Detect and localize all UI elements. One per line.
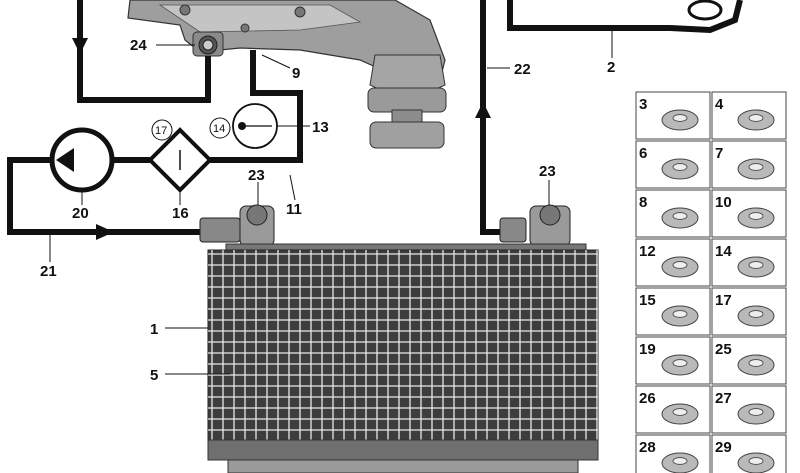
callout-1: 1 xyxy=(150,321,158,338)
part-image-detail-7 xyxy=(748,163,764,171)
leader-lines xyxy=(49,30,613,375)
circled-14-ring xyxy=(209,117,231,139)
callout-9: 9 xyxy=(292,65,300,82)
parts-label-28: 28 xyxy=(639,439,656,456)
part-image-detail-10 xyxy=(748,212,764,220)
oil-cooler xyxy=(207,243,599,473)
part-image-detail-27 xyxy=(748,408,764,416)
parts-label-17: 17 xyxy=(715,292,732,309)
part-image-detail-17 xyxy=(748,310,764,318)
parts-label-27: 27 xyxy=(715,390,732,407)
part-image-detail-8 xyxy=(672,212,688,220)
callout-11: 11 xyxy=(286,201,302,218)
part-image-detail-12 xyxy=(672,261,688,269)
arrow-right-line-21 xyxy=(96,224,114,240)
cooler-fin-grid xyxy=(208,250,598,440)
callout-22: 22 xyxy=(514,61,531,78)
parts-label-3: 3 xyxy=(639,96,647,113)
circled-17: 17 xyxy=(155,125,167,137)
filter-housing xyxy=(367,54,447,149)
part-image-detail-15 xyxy=(672,310,688,318)
circled-17-ring xyxy=(151,119,173,141)
arrow-up-line-22 xyxy=(475,102,491,118)
arrow-down-left-loop xyxy=(72,38,88,54)
parts-label-12: 12 xyxy=(639,243,656,260)
callout-23-left: 23 xyxy=(248,167,265,184)
callout-2: 2 xyxy=(607,59,615,76)
bracket-2 xyxy=(507,0,743,34)
fitting-23-left xyxy=(199,204,275,247)
part-image-detail-29 xyxy=(748,457,764,465)
parts-label-10: 10 xyxy=(715,194,732,211)
callout-21: 21 xyxy=(40,263,57,280)
parts-label-14: 14 xyxy=(715,243,732,260)
parts-label-15: 15 xyxy=(639,292,656,309)
callout-13: 13 xyxy=(312,119,329,136)
parts-label-4: 4 xyxy=(715,96,724,113)
parts-label-6: 6 xyxy=(639,145,647,162)
callout-20: 20 xyxy=(72,205,89,222)
part-image-detail-4 xyxy=(748,114,764,122)
callout-24: 24 xyxy=(130,37,147,54)
parts-label-25: 25 xyxy=(715,341,732,358)
parts-grid: 3 4 6 7 8 10 12 14 15 17 19 25 26 27 28 29 xyxy=(635,91,787,473)
pump-symbol xyxy=(49,127,115,193)
part-image-detail-6 xyxy=(672,163,688,171)
callout-5: 5 xyxy=(150,367,158,384)
parts-label-19: 19 xyxy=(639,341,656,358)
part-image-detail-26 xyxy=(672,408,688,416)
part-image-detail-14 xyxy=(748,261,764,269)
connection-24 xyxy=(192,31,224,57)
callout-23-right: 23 xyxy=(539,163,556,180)
flow-arrows xyxy=(72,38,491,240)
parts-label-7: 7 xyxy=(715,145,723,162)
sensor-symbol xyxy=(232,103,278,149)
fitting-23-right xyxy=(499,204,571,247)
parts-label-26: 26 xyxy=(639,390,656,407)
part-image-detail-28 xyxy=(672,457,688,465)
engine-housing xyxy=(127,0,446,81)
callout-16: 16 xyxy=(172,205,189,222)
part-image-detail-19 xyxy=(672,359,688,367)
part-image-detail-3 xyxy=(672,114,688,122)
part-image-detail-25 xyxy=(748,359,764,367)
callout-labels: 24 9 13 11 16 20 21 23 23 22 2 1 5 17 14 xyxy=(40,37,615,384)
circled-14: 14 xyxy=(213,123,225,135)
parts-cell-19 xyxy=(635,336,711,385)
parts-label-29: 29 xyxy=(715,439,732,456)
parts-label-8: 8 xyxy=(639,194,647,211)
